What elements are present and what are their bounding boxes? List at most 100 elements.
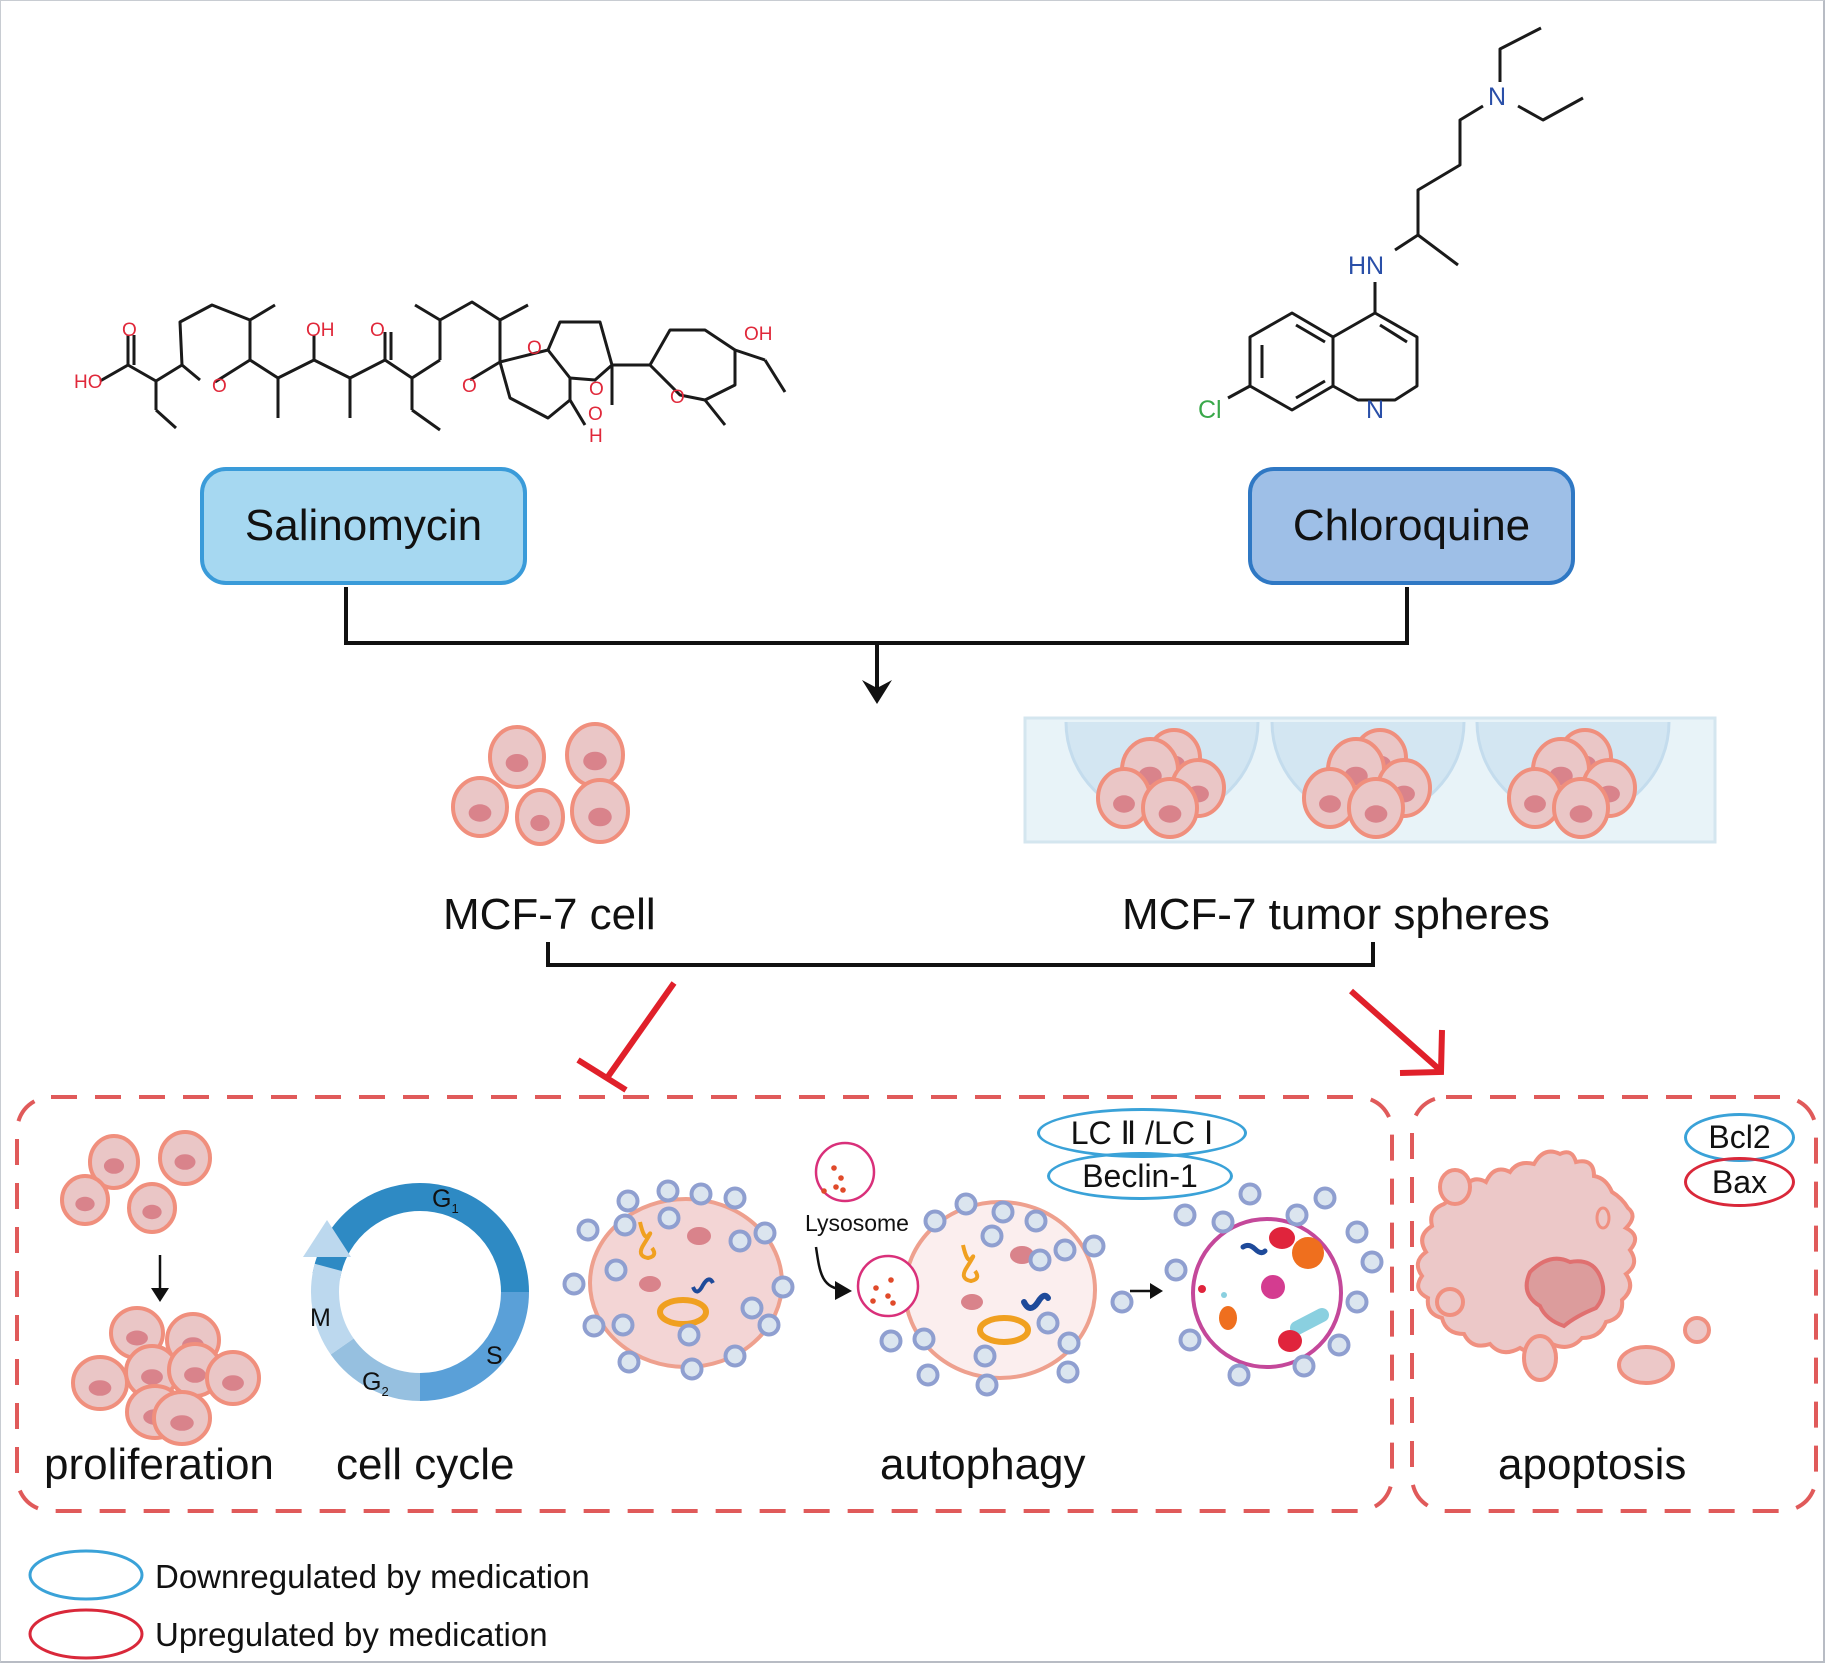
vesicle-icon xyxy=(576,1218,600,1242)
vesicle-icon xyxy=(562,1272,586,1296)
cell-icon xyxy=(1507,767,1563,829)
cell-icon xyxy=(515,788,565,846)
vesicle-icon xyxy=(582,1314,606,1338)
ring-bond xyxy=(438,300,502,382)
legend-up-label: Upregulated by medication xyxy=(155,1616,548,1653)
phase-g2-label: G2 xyxy=(362,1368,389,1399)
vesicle-icon xyxy=(1327,1333,1351,1357)
atom-ho: HO xyxy=(74,372,103,393)
fusion-arrow xyxy=(814,1246,846,1292)
activation-arrow xyxy=(1349,988,1445,1076)
right-arrow-icon xyxy=(835,1281,852,1300)
vesicle-icon xyxy=(616,1189,640,1213)
vesicle-icon xyxy=(973,1344,997,1368)
chloroquine-atom-labels: N HN N Cl xyxy=(1198,83,1506,424)
cell-icon xyxy=(205,1350,261,1406)
autophagosome-illustration xyxy=(562,1179,795,1381)
atom-h: H xyxy=(589,426,603,447)
bond xyxy=(155,363,201,383)
bond xyxy=(1417,233,1459,267)
vesicle-icon xyxy=(1057,1331,1081,1355)
ring-bond xyxy=(546,320,614,382)
combination-bracket xyxy=(344,587,1409,690)
atom-o: O xyxy=(212,376,227,397)
vesicle-icon xyxy=(753,1221,777,1245)
vesicle-icon xyxy=(912,1327,936,1351)
atom-o: O xyxy=(370,320,385,341)
chloroquine-label: Chloroquine xyxy=(1292,501,1531,550)
vesicle-icon xyxy=(1036,1311,1060,1335)
vesicle-icon xyxy=(611,1313,635,1337)
vesicle-icon xyxy=(613,1213,637,1237)
legend-up-oval xyxy=(28,1608,144,1660)
vesicle-icon xyxy=(1345,1290,1369,1314)
ring-bond xyxy=(178,303,252,384)
cell-cycle-ring xyxy=(303,1183,529,1401)
vesicle-icon xyxy=(1164,1258,1188,1282)
proliferation-illustration xyxy=(60,1130,261,1446)
cell-icon xyxy=(488,725,546,789)
salinomycin-box: Salinomycin xyxy=(200,467,527,585)
apoptotic-cell-illustration xyxy=(1415,1149,1711,1385)
cell-icon xyxy=(127,1182,177,1234)
vesicle-icon xyxy=(617,1350,641,1374)
vesicle-icon xyxy=(1053,1238,1077,1262)
marker-bcl2: Bcl2 xyxy=(1684,1113,1795,1162)
vesicle-icon xyxy=(980,1224,1004,1248)
legend-down-oval xyxy=(28,1549,144,1601)
vesicle-icon xyxy=(1024,1209,1048,1233)
vesicle-icon xyxy=(604,1258,628,1282)
vesicle-icon xyxy=(923,1209,947,1233)
vesicle-icon xyxy=(1238,1182,1262,1206)
well-icon xyxy=(1064,721,1260,839)
atom-hn: HN xyxy=(1348,252,1384,280)
atom-n: N xyxy=(1366,396,1384,424)
right-arrow-icon xyxy=(1150,1283,1163,1299)
mcf7-cells-illustration xyxy=(451,722,630,846)
cell-icon xyxy=(1141,777,1199,839)
marker-lc3-ratio: LC Ⅱ /LC Ⅰ xyxy=(1037,1108,1247,1158)
vesicle-icon xyxy=(657,1206,681,1230)
atom-o: O xyxy=(527,338,542,359)
vesicle-icon xyxy=(1173,1203,1197,1227)
models-bracket xyxy=(546,942,1375,967)
cell-icon xyxy=(451,776,509,838)
vesicle-icon xyxy=(879,1329,903,1353)
atom-oh: OH xyxy=(306,320,335,341)
lysosome-icon xyxy=(814,1141,876,1203)
cell-icon xyxy=(152,1390,212,1446)
salinomycin-atom-labels: O HO O OH O O O O O OH O H xyxy=(74,320,773,447)
marker-beclin1: Beclin-1 xyxy=(1047,1152,1233,1200)
bond xyxy=(1394,233,1419,252)
bond xyxy=(1498,26,1542,82)
ring-bond xyxy=(648,328,737,402)
vesicle-icon xyxy=(680,1357,704,1381)
atom-o: O xyxy=(122,320,137,341)
ring-bond xyxy=(1331,311,1419,402)
vesicle-icon xyxy=(1178,1328,1202,1352)
bond xyxy=(763,359,787,393)
cell-cycle-segment xyxy=(312,1183,529,1293)
cell-icon xyxy=(1096,767,1152,829)
bond xyxy=(154,408,178,430)
cell-cycle-segment xyxy=(311,1263,354,1355)
well-icon xyxy=(1270,721,1466,839)
vesicle-icon xyxy=(677,1323,701,1347)
chloroquine-structure xyxy=(1227,26,1584,412)
proliferation-label: proliferation xyxy=(44,1440,274,1489)
vesicle-icon xyxy=(1056,1360,1080,1384)
atom-o: O xyxy=(588,404,603,425)
mcf7-spheres-label: MCF-7 tumor spheres xyxy=(1122,890,1550,939)
vesicle-icon xyxy=(1345,1220,1369,1244)
vesicle-icon xyxy=(1110,1290,1134,1314)
tumor-spheres-plate xyxy=(1023,716,1717,844)
atom-o: O xyxy=(670,387,685,408)
inhibition-arrow xyxy=(576,981,677,1093)
down-arrow-icon xyxy=(151,1288,169,1302)
cell-icon xyxy=(60,1174,110,1226)
bond xyxy=(499,348,549,364)
vesicle-icon xyxy=(1211,1210,1235,1234)
cell-icon xyxy=(1302,767,1358,829)
salinomycin-label: Salinomycin xyxy=(244,501,483,550)
